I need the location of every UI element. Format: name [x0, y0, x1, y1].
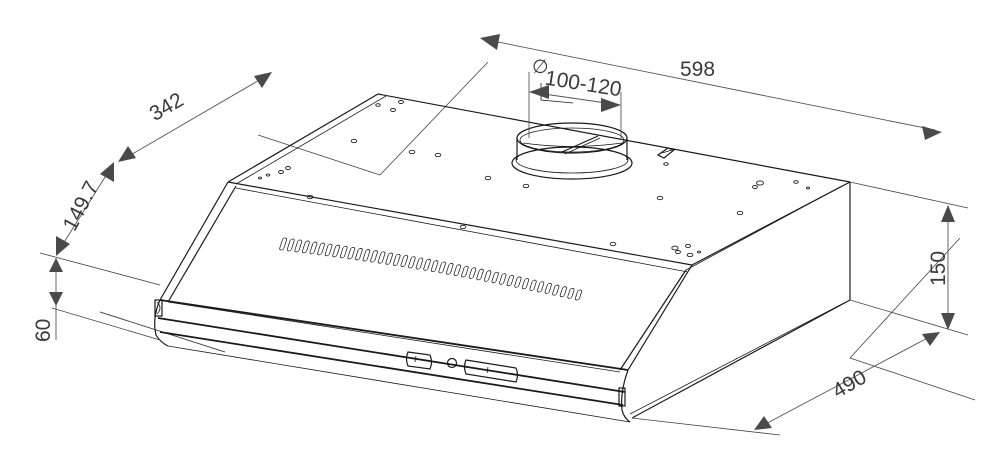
mounting-hole: [390, 108, 396, 112]
mounting-hole: [756, 180, 764, 186]
indicator-light: [446, 357, 458, 369]
mounting-hole: [736, 210, 744, 216]
vent-slot: [574, 289, 583, 301]
vent-slot: [514, 276, 522, 288]
mounting-hole: [685, 244, 691, 248]
dim-label-width: 598: [680, 58, 715, 81]
slide-switch-left: [405, 351, 433, 370]
vent-slot: [408, 256, 416, 269]
slide-switch-right: [463, 359, 519, 383]
mounting-hole: [671, 245, 679, 251]
mounting-hole: [278, 170, 284, 174]
mounting-hole: [375, 103, 381, 107]
mounting-hole: [434, 152, 442, 158]
vent-slot: [559, 286, 567, 298]
vent-slot: [453, 264, 462, 277]
vent-slot: [521, 278, 530, 290]
front-controls: [405, 351, 519, 383]
mounting-hole: [663, 162, 669, 166]
vent-slot: [567, 287, 575, 299]
mounting-hole: [285, 166, 291, 170]
dimension-342: 342: [118, 72, 272, 162]
vent-slot: [294, 239, 303, 253]
mounting-hole: [265, 173, 271, 177]
vent-slot: [309, 241, 318, 255]
mounting-hole: [522, 183, 530, 189]
mounting-hole: [675, 250, 681, 254]
vent-slot: [286, 238, 295, 252]
vent-slot: [446, 263, 454, 275]
dim-label-duct: 100-120: [543, 67, 623, 102]
left-lamp: [154, 299, 163, 317]
mounting-bracket: [656, 147, 676, 159]
vent-slot: [468, 267, 477, 279]
vent-slot: [339, 245, 348, 259]
vent-slot: [430, 260, 439, 273]
vent-slot: [400, 255, 409, 268]
mounting-hole: [257, 176, 263, 180]
diameter-symbol: ∅: [532, 57, 549, 78]
mounting-hole: [656, 195, 664, 201]
dim-label-front-height: 60: [32, 319, 55, 342]
dimension-598: 598: [480, 34, 942, 140]
vent-slot: [461, 265, 469, 278]
dimension-490: 490: [631, 332, 940, 436]
dim-label-side-height: 150: [927, 251, 950, 286]
vent-slot: [536, 281, 545, 293]
vent-slot: [324, 243, 333, 257]
dim-label-top-depth: 342: [146, 88, 188, 125]
mounting-hole: [459, 224, 467, 230]
vent-slot: [370, 250, 378, 263]
mounting-hole: [686, 252, 694, 258]
vent-slot: [423, 258, 431, 271]
vent-slot: [483, 270, 492, 282]
mounting-hole: [696, 250, 702, 254]
vent-slot: [377, 251, 386, 264]
vent-slot: [491, 271, 499, 284]
vent-slot: [355, 248, 363, 261]
mounting-hole: [306, 194, 314, 200]
vent-slot: [499, 273, 507, 285]
vent-slot: [332, 244, 341, 258]
vent-slot: [476, 268, 484, 281]
dimension-150: 150: [849, 181, 969, 336]
vent-slot: [301, 240, 310, 254]
exhaust-collar: [511, 83, 633, 180]
vent-slot: [392, 253, 401, 266]
vent-slot: [506, 274, 515, 287]
vent-slot: [317, 242, 325, 256]
vent-slot: [385, 252, 393, 265]
mounting-hole: [484, 175, 492, 181]
mounting-hole: [398, 100, 404, 104]
vent-slot: [438, 261, 446, 274]
dim-label-front-slope: 149.7: [59, 177, 104, 234]
dimension-duct-diameter: ∅ 100-120: [528, 57, 623, 140]
hood-outline: [154, 93, 851, 423]
dimension-149-7: 149.7: [56, 162, 114, 256]
mounting-hole: [805, 186, 811, 190]
mounting-hole: [408, 149, 416, 155]
vent-slot: [544, 282, 552, 295]
mounting-hole: [350, 138, 358, 144]
mounting-hole: [752, 185, 758, 189]
vent-slot: [347, 246, 356, 260]
mounting-hole: [793, 180, 799, 184]
vent-slot: [552, 284, 560, 296]
mounting-holes: [257, 100, 811, 258]
vent-slot: [362, 249, 371, 262]
vent-slots: [279, 237, 583, 301]
vent-slot: [529, 279, 537, 291]
vent-slot: [279, 237, 288, 251]
vent-slot: [415, 257, 424, 270]
mounting-hole: [609, 241, 617, 247]
dimension-60: 60: [32, 252, 161, 342]
right-lamp: [618, 387, 626, 407]
